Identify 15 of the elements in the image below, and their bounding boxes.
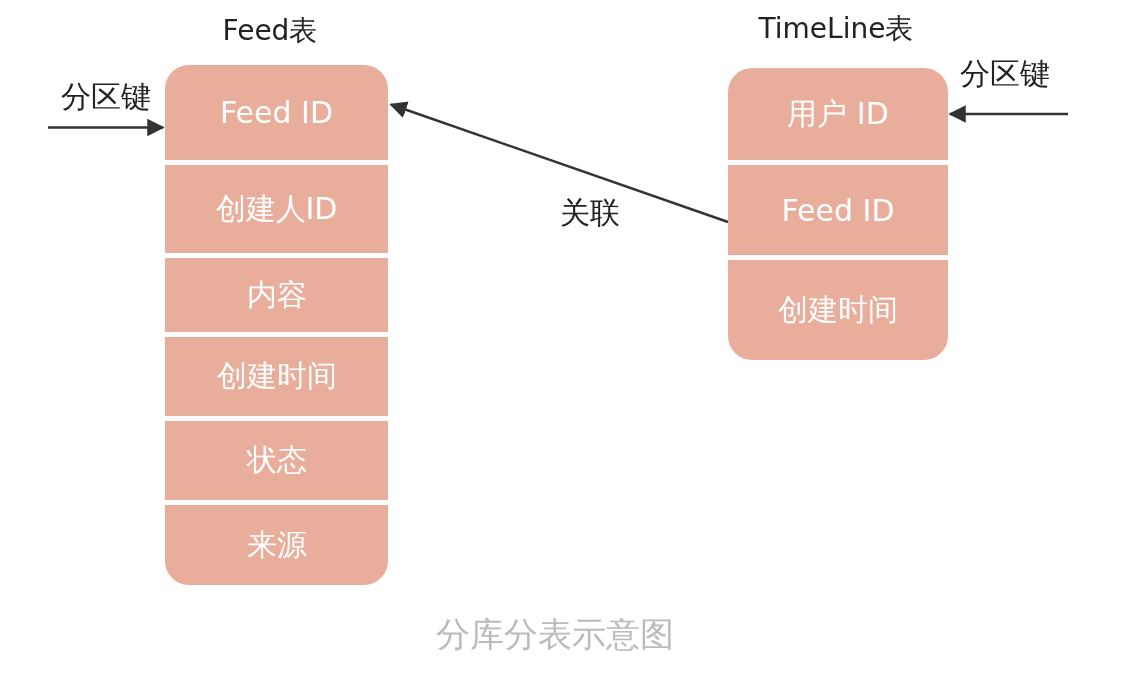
table-title: Feed表 bbox=[222, 13, 318, 49]
arrow bbox=[948, 105, 1068, 123]
table-row: 内容 bbox=[165, 258, 388, 332]
arrow bbox=[389, 101, 729, 224]
table-row: 创建时间 bbox=[728, 260, 948, 360]
table-row: Feed ID bbox=[728, 165, 948, 255]
table-row: 用户 ID bbox=[728, 68, 948, 160]
table-row: Feed ID bbox=[165, 65, 388, 160]
table-row: 创建时间 bbox=[165, 337, 388, 416]
caption: 分库分表示意图 bbox=[436, 613, 674, 656]
table-row: 状态 bbox=[165, 421, 388, 500]
table-title: TimeLine表 bbox=[758, 11, 914, 47]
table-row: 创建人ID bbox=[165, 165, 388, 253]
table-row: 来源 bbox=[165, 505, 388, 585]
arrow bbox=[48, 118, 165, 137]
